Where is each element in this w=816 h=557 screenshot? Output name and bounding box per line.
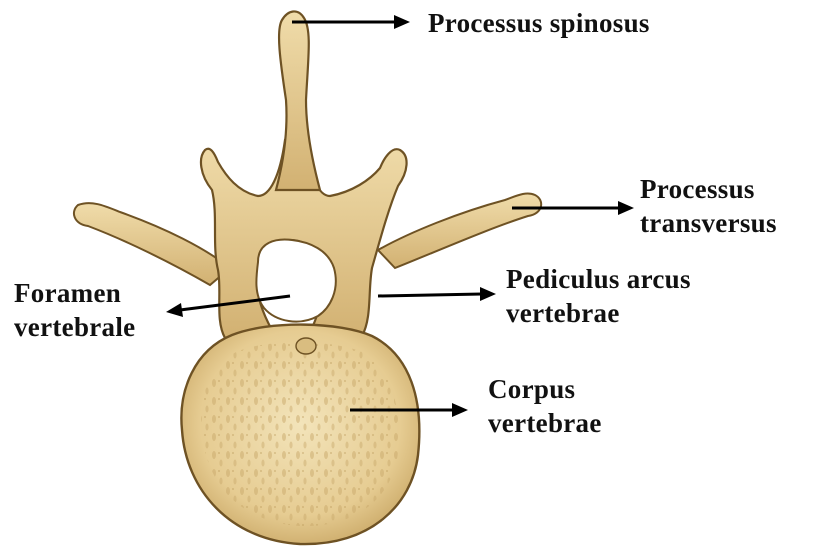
label-foramen-vertebrale-line1: Foramen: [14, 276, 135, 310]
label-pediculus-arcus-vertebrae-line1: Pediculus arcus: [506, 262, 691, 296]
label-corpus-vertebrae: Corpus vertebrae: [488, 372, 602, 440]
label-processus-transversus-line2: transversus: [640, 206, 777, 240]
label-processus-transversus: Processus transversus: [640, 172, 777, 240]
label-processus-spinosus: Processus spinosus: [428, 6, 650, 40]
label-corpus-vertebrae-line2: vertebrae: [488, 406, 602, 440]
spinous-process: [276, 11, 320, 190]
label-corpus-vertebrae-line1: Corpus: [488, 372, 602, 406]
label-foramen-vertebrale: Foramen vertebrale: [14, 276, 135, 344]
label-processus-transversus-line1: Processus: [640, 172, 777, 206]
arrow-spinosus: [292, 15, 410, 29]
foramen-opening: [256, 240, 335, 322]
left-transverse-process: [74, 203, 230, 285]
label-processus-spinosus-text: Processus spinosus: [428, 6, 650, 40]
arrow-pediculus: [378, 287, 496, 301]
label-pediculus-arcus-vertebrae-line2: vertebrae: [506, 296, 691, 330]
label-foramen-vertebrale-line2: vertebrale: [14, 310, 135, 344]
label-pediculus-arcus-vertebrae: Pediculus arcus vertebrae: [506, 262, 691, 330]
body-center-notch: [296, 338, 316, 354]
right-transverse-process: [378, 194, 541, 268]
